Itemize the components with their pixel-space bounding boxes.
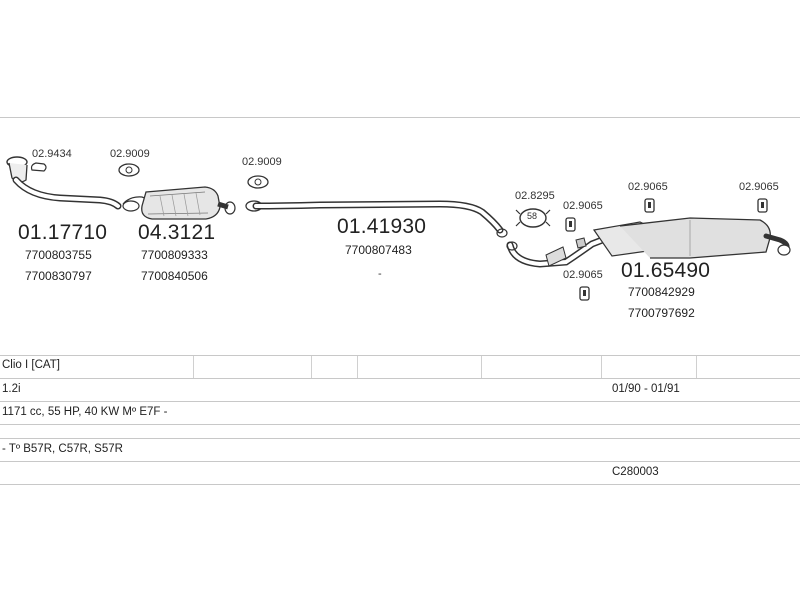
system-code: C280003 [612,466,659,478]
table-rule [0,438,800,439]
oem-number: 7700807483 [345,243,412,257]
part-number-rear-silencer[interactable]: 01.65490 [621,259,711,282]
table-rule [0,461,800,462]
vehicle-model: Clio I [CAT] [2,359,60,371]
intermediate-pipe-drawing [245,200,508,238]
gasket-02-9434-drawing [30,162,47,172]
oem-number: 7700842929 [628,285,695,299]
gasket-02-9009-right-drawing [247,175,269,189]
engine-size: 1.2i [2,383,21,395]
oem-number: 7700830797 [25,269,92,283]
table-col-divider [193,356,194,378]
table-rule [0,484,800,485]
table-rule [0,401,800,402]
accessory-02-9009-label[interactable]: 02.9009 [110,148,150,160]
vehicle-types: - Tº B57R, C57R, S57R [2,443,123,455]
clamp-02-8295-drawing [515,208,551,228]
table-rule [0,424,800,425]
engine-specs: 1171 cc, 55 HP, 40 KW Mº E7F - [2,406,168,418]
rear-silencer-drawing [506,217,791,268]
production-years: 01/90 - 01/91 [612,383,680,395]
dot-mark: - [378,268,382,280]
front-pipe-drawing [6,156,122,210]
accessory-02-9065-label[interactable]: 02.9065 [563,269,603,281]
oem-number: 7700809333 [141,248,208,262]
rubber-hangers-drawing [565,198,768,301]
oem-number: 7700797692 [628,306,695,320]
accessory-02-9065-label[interactable]: 02.9065 [739,181,779,193]
table-col-divider [311,356,312,378]
accessory-02-9065-label[interactable]: 02.9065 [628,181,668,193]
table-col-divider [481,356,482,378]
accessory-02-9065-label[interactable]: 02.9065 [563,200,603,212]
table-rule [0,378,800,379]
accessory-02-9434-label[interactable]: 02.9434 [32,148,72,160]
part-number-intermediate-pipe[interactable]: 01.41930 [337,215,427,238]
table-col-divider [696,356,697,378]
part-number-catalytic-converter[interactable]: 04.3121 [138,221,216,244]
table-rule [0,355,800,356]
top-divider [0,117,800,118]
oem-number: 7700840506 [141,269,208,283]
oem-number: 7700803755 [25,248,92,262]
table-col-divider [357,356,358,378]
accessory-02-9009-label[interactable]: 02.9009 [242,156,282,168]
table-col-divider [601,356,602,378]
clamp-size-badge: 58 [527,211,538,221]
catalytic-converter-drawing [122,186,236,220]
gasket-02-9009-left-drawing [118,163,140,177]
part-number-front-pipe[interactable]: 01.17710 [18,221,108,244]
accessory-02-8295-label[interactable]: 02.8295 [515,190,555,202]
